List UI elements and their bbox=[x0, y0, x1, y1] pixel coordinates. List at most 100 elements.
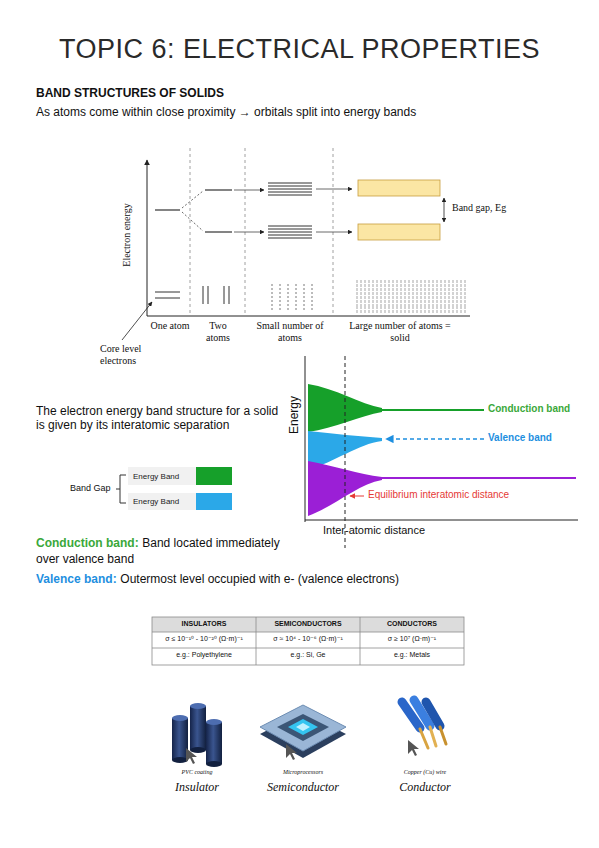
table-cell: e.g.: Metals bbox=[362, 651, 462, 659]
energy-level-figure bbox=[268, 195, 312, 196]
energy-level-figure bbox=[268, 192, 312, 193]
table-header: CONDUCTORS bbox=[362, 620, 462, 628]
energy-level-figure bbox=[268, 232, 312, 233]
conductivity-table bbox=[152, 632, 464, 633]
definition-paragraph: Conduction band:Band located immediately… bbox=[36, 536, 291, 567]
energy-level-figure bbox=[190, 148, 191, 316]
axis-label: Electron energy bbox=[121, 203, 133, 266]
conductor-icon bbox=[426, 702, 440, 726]
energy-level-figure bbox=[229, 286, 230, 304]
conductor-icon bbox=[440, 727, 446, 744]
insulator-icon bbox=[172, 718, 188, 760]
energy-level-figure bbox=[224, 286, 225, 304]
conductivity-table bbox=[152, 617, 464, 665]
energy-level-figure bbox=[155, 298, 180, 299]
stage-label: Large number of atoms = solid bbox=[344, 320, 456, 344]
definition-paragraph: Valence band:Outermost level occupied wi… bbox=[36, 572, 576, 588]
insulator-icon bbox=[190, 747, 206, 753]
energy-level-figure bbox=[268, 189, 312, 190]
insulator-icon bbox=[206, 719, 222, 725]
definition: Outermost level occupied with e- (valenc… bbox=[120, 572, 399, 586]
energy-level-figure bbox=[182, 212, 203, 231]
conductor-icon bbox=[408, 740, 419, 756]
term: Conduction band: bbox=[36, 536, 139, 550]
icon-title: Semiconductor bbox=[248, 780, 358, 794]
energy-level-figure bbox=[268, 183, 312, 184]
band-distance-figure bbox=[305, 520, 578, 521]
band-gap-bracket bbox=[116, 475, 126, 503]
band-gap-label: Band Gap bbox=[70, 483, 111, 494]
stage-label: Small number of atoms bbox=[253, 320, 327, 344]
stage-label: Two atoms bbox=[198, 320, 238, 344]
insulator-icon bbox=[172, 715, 188, 721]
semiconductor-icon bbox=[260, 705, 346, 751]
axis-label: Energy bbox=[287, 396, 301, 434]
energy-level-figure bbox=[268, 238, 312, 239]
energy-level-figure bbox=[234, 190, 264, 191]
conductivity-table bbox=[152, 617, 464, 632]
semiconductor-icon bbox=[286, 744, 297, 760]
conductor-icon bbox=[402, 700, 446, 756]
energy-level-figure bbox=[155, 209, 180, 210]
band-distance-figure bbox=[386, 438, 484, 439]
conductivity-table bbox=[152, 617, 464, 665]
energy-level-figure bbox=[358, 224, 440, 240]
conductivity-table bbox=[360, 617, 361, 665]
energy-band-box: Energy Band bbox=[128, 467, 232, 485]
icon-caption: Copper (Cu) wire bbox=[375, 769, 475, 776]
semiconductor-icon bbox=[288, 719, 318, 735]
equilibrium-label: Equilibrium interatomic distance bbox=[368, 489, 509, 501]
icon-title: Conductor bbox=[370, 780, 480, 794]
energy-level-figure bbox=[312, 284, 313, 310]
insulator-icon bbox=[172, 703, 222, 767]
energy-level-figure bbox=[296, 284, 297, 310]
energy-level-figure bbox=[234, 232, 264, 233]
energy-level-figure bbox=[268, 226, 312, 227]
icon-caption: PVC coating bbox=[147, 769, 247, 776]
insulator-icon bbox=[190, 706, 206, 750]
icon-title: Insulator bbox=[142, 780, 252, 794]
band-gap-label: Band gap, Eg bbox=[452, 202, 506, 214]
table-cell: e.g.: Polyethylene bbox=[154, 651, 254, 659]
conductor-icon bbox=[420, 729, 428, 748]
energy-level-figure bbox=[355, 280, 467, 314]
band-distance-figure bbox=[345, 356, 346, 548]
band-distance-figure bbox=[305, 356, 306, 522]
energy-level-figure bbox=[155, 286, 229, 304]
band-label: Energy Band bbox=[128, 497, 179, 506]
term: Valence band: bbox=[36, 572, 117, 586]
band-label: Valence band bbox=[488, 432, 552, 444]
icon-caption: Microprocessors bbox=[253, 769, 353, 776]
energy-level-figure bbox=[272, 284, 273, 310]
table-cell: σ ≥ 10⁷ (Ω·m)⁻¹ bbox=[362, 635, 462, 643]
energy-level-figure bbox=[358, 180, 440, 196]
energy-level-figure bbox=[122, 302, 152, 340]
insulator-icon bbox=[206, 761, 222, 767]
conductivity-table bbox=[256, 617, 257, 665]
table-header: INSULATORS bbox=[154, 620, 254, 628]
semiconductor-icon bbox=[296, 723, 310, 731]
page-title: TOPIC 6: ELECTRICAL PROPERTIES bbox=[0, 34, 599, 65]
energy-level-figure bbox=[268, 186, 312, 187]
band-distance-figure bbox=[380, 477, 576, 479]
band-distance-figure bbox=[380, 409, 484, 411]
energy-level-figure bbox=[272, 284, 312, 310]
band-label: Energy Band bbox=[128, 472, 179, 481]
energy-level-figure bbox=[280, 284, 281, 310]
band-distance-figure bbox=[350, 496, 364, 497]
semiconductor-icon bbox=[260, 705, 346, 760]
energy-level-figure bbox=[147, 316, 470, 317]
section-heading: BAND STRUCTURES OF SOLIDS bbox=[36, 86, 224, 100]
energy-level-figure bbox=[147, 160, 148, 316]
energy-level-figure bbox=[268, 183, 312, 238]
energy-level-figure bbox=[203, 286, 204, 304]
energy-level-figure bbox=[288, 284, 289, 310]
insulator-icon bbox=[186, 748, 197, 764]
energy-band-box: Energy Band bbox=[128, 493, 232, 510]
core-level-label: Core level electrons bbox=[100, 343, 166, 367]
energy-level-figure bbox=[304, 284, 305, 310]
table-cell: e.g.: Si, Ge bbox=[258, 651, 358, 659]
band-distance-figure bbox=[305, 356, 578, 548]
insulator-icon bbox=[172, 757, 188, 763]
